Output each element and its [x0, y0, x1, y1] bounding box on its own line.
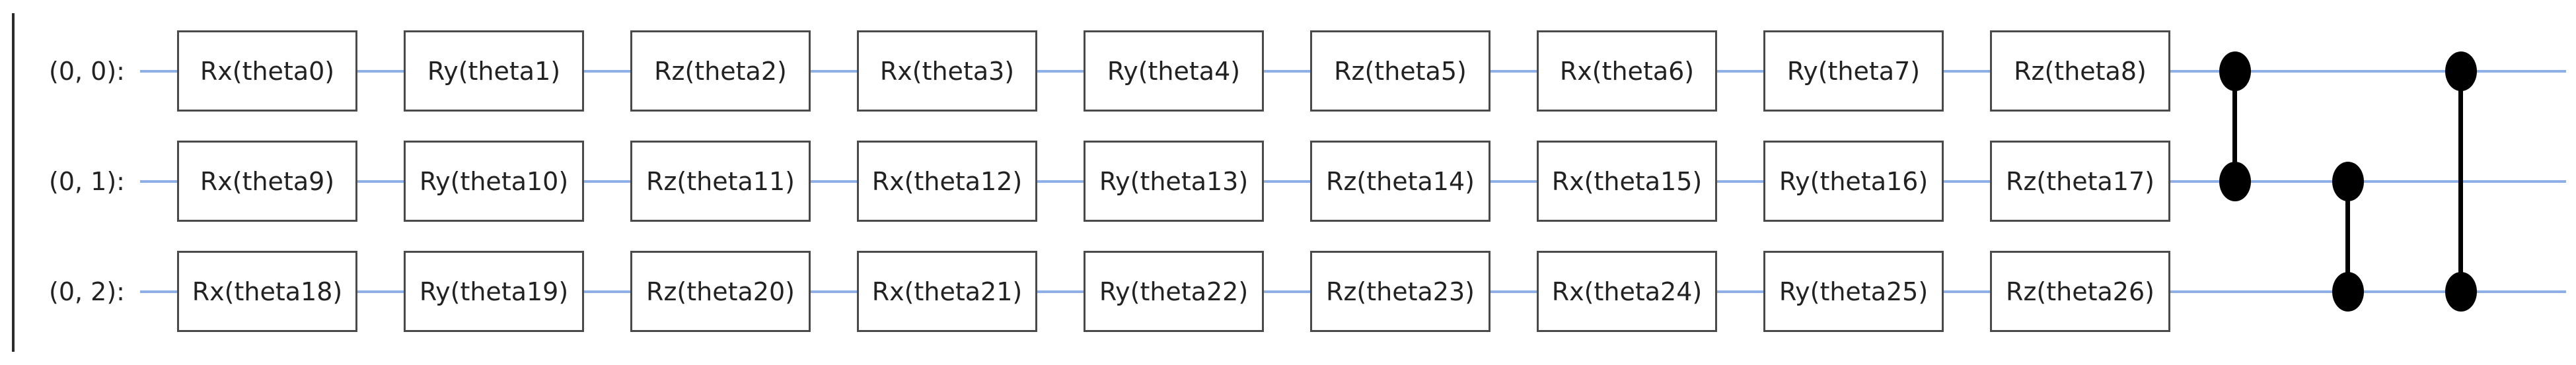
gate-box: Rz(theta14) [1310, 141, 1490, 222]
gate-label: Rz(theta5) [1334, 56, 1467, 86]
gate-label: Ry(theta1) [427, 56, 561, 86]
gate-box: Rz(theta5) [1310, 30, 1490, 112]
left-border-line [12, 13, 15, 352]
gate-box: Ry(theta25) [1763, 251, 1944, 332]
gate-label: Rx(theta6) [1559, 56, 1695, 86]
gate-label: Ry(theta7) [1786, 56, 1921, 86]
gate-label: Rz(theta14) [1326, 166, 1475, 196]
gate-label: Rx(theta12) [871, 166, 1023, 196]
cz-connector-line [2345, 182, 2350, 292]
gate-label: Rz(theta8) [2014, 56, 2147, 86]
gate-label: Rz(theta11) [646, 166, 795, 196]
control-dot [2332, 272, 2364, 312]
gate-box: Ry(theta22) [1084, 251, 1264, 332]
gate-label: Rz(theta26) [2006, 277, 2154, 306]
gate-label: Ry(theta25) [1779, 277, 1929, 306]
gate-box: Rx(theta24) [1537, 251, 1717, 332]
gate-label: Rx(theta3) [879, 56, 1015, 86]
gate-label: Rx(theta15) [1551, 166, 1703, 196]
gate-label: Ry(theta13) [1099, 166, 1249, 196]
gate-box: Ry(theta4) [1084, 30, 1264, 112]
cz-connector-line [2232, 71, 2237, 182]
gate-label: Rx(theta24) [1551, 277, 1703, 306]
gate-label: Rx(theta21) [871, 277, 1023, 306]
gate-label: Rz(theta20) [646, 277, 795, 306]
control-dot [2219, 51, 2251, 91]
gate-box: Rz(theta23) [1310, 251, 1490, 332]
qubit-label-0: (0, 0): [49, 57, 125, 86]
gate-box: Rz(theta11) [630, 141, 811, 222]
gate-box: Rz(theta26) [1990, 251, 2170, 332]
gate-label: Ry(theta22) [1099, 277, 1249, 306]
gate-box: Ry(theta13) [1084, 141, 1264, 222]
control-dot [2219, 162, 2251, 201]
gate-box: Ry(theta7) [1763, 30, 1944, 112]
gate-label: Rx(theta18) [192, 277, 343, 306]
qubit-label-1: (0, 1): [49, 167, 125, 196]
qubit-label-2: (0, 2): [49, 277, 125, 306]
gate-label: Rz(theta23) [1326, 277, 1475, 306]
gate-label: Rz(theta2) [654, 56, 787, 86]
gate-box: Rx(theta21) [857, 251, 1037, 332]
gate-box: Rz(theta17) [1990, 141, 2170, 222]
cz-connector-line [2458, 71, 2463, 292]
gate-label: Rz(theta17) [2006, 166, 2154, 196]
gate-box: Rx(theta18) [177, 251, 357, 332]
gate-label: Ry(theta19) [419, 277, 569, 306]
gate-label: Ry(theta16) [1779, 166, 1929, 196]
gate-box: Ry(theta19) [404, 251, 584, 332]
gate-box: Rz(theta20) [630, 251, 811, 332]
gate-box: Ry(theta10) [404, 141, 584, 222]
gate-box: Rx(theta0) [177, 30, 357, 112]
gate-box: Rx(theta12) [857, 141, 1037, 222]
gate-box: Ry(theta1) [404, 30, 584, 112]
gate-label: Ry(theta4) [1107, 56, 1241, 86]
gate-box: Rz(theta2) [630, 30, 811, 112]
gate-label: Rx(theta9) [200, 166, 335, 196]
control-dot [2332, 162, 2364, 201]
gate-box: Ry(theta16) [1763, 141, 1944, 222]
control-dot [2445, 51, 2477, 91]
gate-box: Rx(theta3) [857, 30, 1037, 112]
gate-box: Rx(theta6) [1537, 30, 1717, 112]
gate-label: Rx(theta0) [200, 56, 335, 86]
gate-box: Rx(theta15) [1537, 141, 1717, 222]
control-dot [2445, 272, 2477, 312]
gate-label: Ry(theta10) [419, 166, 569, 196]
gate-box: Rx(theta9) [177, 141, 357, 222]
gate-box: Rz(theta8) [1990, 30, 2170, 112]
